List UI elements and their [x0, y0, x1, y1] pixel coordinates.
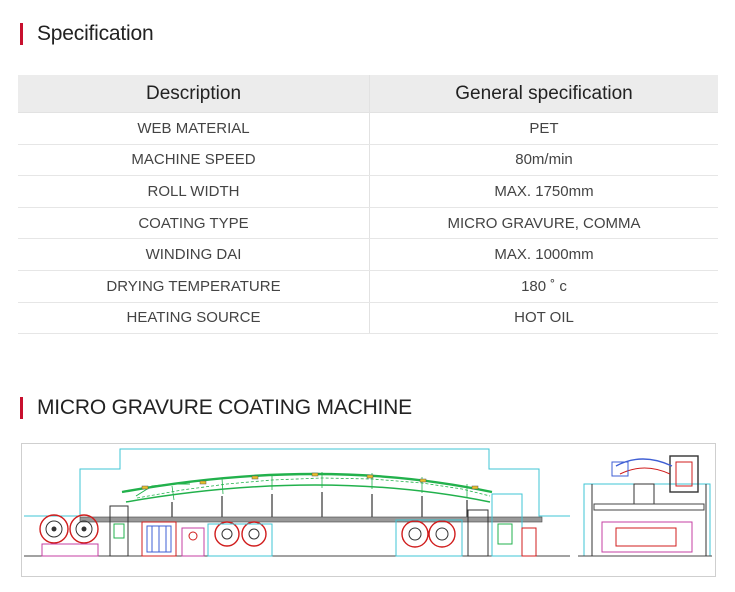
row-description: WEB MATERIAL [18, 112, 370, 145]
spec-title-text: Specification [37, 22, 154, 45]
table-row: WINDING DAI MAX. 1000mm [18, 238, 718, 271]
machine-section-title: MICRO GRAVURE COATING MACHINE [20, 396, 412, 420]
table-row: ROLL WIDTH MAX. 1750mm [18, 175, 718, 208]
row-description: ROLL WIDTH [18, 175, 370, 208]
machine-drawing-svg [24, 448, 712, 557]
table-row: COATING TYPE MICRO GRAVURE, COMMA [18, 207, 718, 240]
row-description: MACHINE SPEED [18, 144, 370, 177]
machine-drawing [21, 443, 716, 577]
row-description: COATING TYPE [18, 207, 370, 240]
spec-table: Description General specification WEB MA… [18, 75, 718, 335]
machine-title-text: MICRO GRAVURE COATING MACHINE [37, 396, 412, 419]
row-value: PET [369, 112, 718, 145]
header-description: Description [18, 75, 370, 113]
row-description: HEATING SOURCE [18, 302, 370, 335]
header-general-spec: General specification [369, 75, 718, 113]
row-value: 180 ˚ c [369, 270, 718, 303]
table-row: MACHINE SPEED 80m/min [18, 144, 718, 177]
title-accent-bar [20, 397, 23, 419]
row-value: 80m/min [369, 144, 718, 177]
table-header-row: Description General specification [18, 75, 718, 113]
row-description: WINDING DAI [18, 238, 370, 271]
row-value: MICRO GRAVURE, COMMA [369, 207, 718, 240]
table-row: WEB MATERIAL PET [18, 112, 718, 145]
row-description: DRYING TEMPERATURE [18, 270, 370, 303]
table-row: DRYING TEMPERATURE 180 ˚ c [18, 270, 718, 303]
row-value: MAX. 1000mm [369, 238, 718, 271]
row-value: MAX. 1750mm [369, 175, 718, 208]
table-row: HEATING SOURCE HOT OIL [18, 302, 718, 335]
title-accent-bar [20, 23, 23, 45]
spec-section-title: Specification [20, 22, 154, 46]
row-value: HOT OIL [369, 302, 718, 335]
